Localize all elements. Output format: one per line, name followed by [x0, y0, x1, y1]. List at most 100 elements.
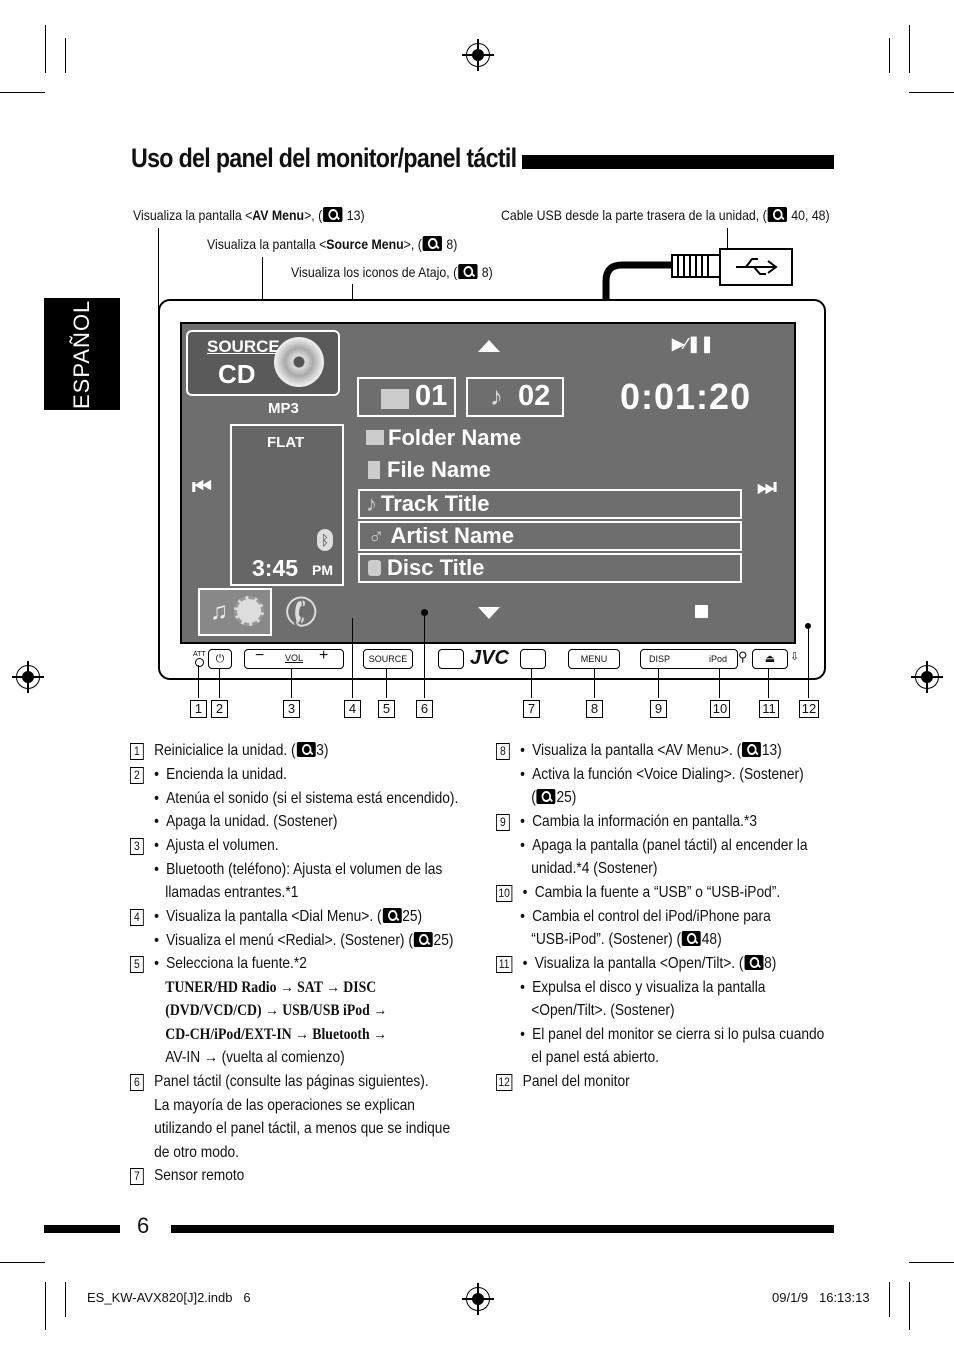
- leader-line: [386, 668, 387, 698]
- registration-mark-icon: [911, 661, 943, 693]
- reference-icon: [744, 955, 764, 970]
- language-tab: ESPAÑOL: [44, 298, 120, 410]
- registration-mark-icon: [462, 1283, 494, 1315]
- callout-number: 11: [759, 700, 779, 718]
- item-3: 3Ajusta el volumen. Bluetooth (teléfono)…: [130, 834, 442, 905]
- artist-name-row: ♂Artist Name: [358, 521, 742, 551]
- callout-number: 7: [523, 700, 540, 718]
- callout-number: 3: [283, 700, 300, 718]
- crop-mark: [889, 1282, 890, 1317]
- leader-line: [808, 629, 809, 698]
- callout-number: 8: [586, 700, 603, 718]
- disc-icon: [274, 337, 324, 387]
- crop-mark: [909, 1262, 954, 1263]
- callout-number: 1: [190, 700, 207, 718]
- crop-mark: [0, 92, 45, 93]
- leader-line: [219, 668, 220, 698]
- callout-number: 2: [211, 700, 228, 718]
- elapsed-time: 0:01:20: [620, 376, 752, 417]
- callout-number: 5: [378, 700, 395, 718]
- row-text: Artist Name: [390, 523, 514, 548]
- source-panel-button[interactable]: SOURCE: [363, 649, 413, 669]
- crop-mark: [65, 38, 66, 73]
- disc-title-row: Disc Title: [358, 553, 742, 583]
- callout-number: 9: [650, 700, 667, 718]
- footer-date: 09/1/9 16:13:13: [772, 1290, 870, 1305]
- next-track-icon[interactable]: ⏭: [757, 474, 777, 499]
- clock-ampm: PM: [312, 562, 333, 578]
- item-4: 4Visualiza la pantalla <Dial Menu>. (25)…: [130, 905, 453, 952]
- disp-label: DISP: [649, 654, 671, 664]
- crop-mark: [45, 1282, 46, 1330]
- callout-number: 6: [416, 700, 433, 718]
- bluetooth-icon: ᛒ: [317, 529, 333, 551]
- item-11: 11Visualiza la pantalla <Open/Tilt>. (8)…: [496, 952, 824, 1070]
- leader-line: [719, 668, 720, 698]
- touch-point-marker: [421, 609, 428, 616]
- eject-button[interactable]: ⏏: [752, 649, 788, 669]
- crop-mark: [889, 38, 890, 73]
- volume-button[interactable]: − VOL +: [244, 647, 344, 669]
- ipod-label: iPod: [709, 654, 728, 664]
- reference-icon: [742, 742, 761, 757]
- reference-icon: [458, 264, 478, 279]
- leader-line: [727, 228, 728, 263]
- file-name-row: File Name: [358, 457, 738, 483]
- vol-label: VOL: [285, 653, 304, 663]
- language-tab-label: ESPAÑOL: [69, 299, 94, 409]
- usb-icon: ⚲: [738, 649, 748, 664]
- reference-icon: [382, 908, 402, 923]
- callout-number: 4: [344, 700, 361, 718]
- leader-line: [262, 257, 263, 330]
- disp-ipod-button[interactable]: DISP iPod: [640, 649, 738, 669]
- source-value: CD: [218, 359, 256, 389]
- folder-name-row: Folder Name: [358, 425, 738, 451]
- att-label: ATT: [193, 651, 206, 658]
- blank-button[interactable]: [438, 649, 464, 669]
- scroll-down-icon[interactable]: [478, 607, 500, 619]
- leader-line: [198, 665, 199, 698]
- clock: 3:45: [252, 555, 299, 581]
- item-9: 9Cambia la información en pantalla.*3 Ap…: [496, 810, 808, 881]
- row-text: File Name: [387, 457, 491, 482]
- folder-icon: [381, 389, 409, 409]
- reference-icon: [296, 742, 316, 757]
- source-button[interactable]: SOURCE CD: [186, 330, 340, 396]
- reset-button[interactable]: [195, 658, 204, 667]
- crop-mark: [45, 25, 46, 73]
- eq-label: FLAT: [267, 434, 305, 451]
- note-icon: ♪: [490, 381, 503, 411]
- menu-button[interactable]: MENU: [568, 649, 620, 669]
- scroll-up-icon[interactable]: [478, 340, 500, 352]
- reference-icon: [536, 789, 556, 804]
- play-pause-icon[interactable]: ▶⁄❚❚: [672, 336, 714, 353]
- stop-icon[interactable]: [695, 605, 708, 618]
- folder-number: 01: [415, 380, 448, 412]
- track-number: 02: [518, 380, 551, 412]
- artist-icon: ♂: [368, 523, 385, 548]
- reference-icon: [323, 207, 343, 222]
- leader-line: [352, 618, 353, 698]
- reference-icon: [767, 207, 787, 222]
- callout-usb: Cable USB desde la parte trasera de la u…: [501, 207, 830, 223]
- leader-line: [424, 616, 425, 698]
- shortcut-panel[interactable]: FLAT ᛒ 3:45 PM: [230, 424, 344, 586]
- page-number: 6: [137, 1213, 150, 1238]
- crop-mark: [909, 92, 954, 93]
- file-icon: [368, 461, 380, 479]
- power-button[interactable]: ⏻: [208, 649, 232, 669]
- source-label: SOURCE: [207, 337, 280, 356]
- av-menu-shortcut-icon[interactable]: ♫: [198, 588, 272, 636]
- title-rule: [522, 155, 834, 169]
- registration-mark-icon: [12, 661, 44, 693]
- tilt-icon: ⇩: [790, 651, 800, 663]
- previous-track-icon[interactable]: ⏮: [192, 474, 212, 499]
- folder-number-box: 01: [357, 377, 456, 417]
- note-icon: ♪: [366, 491, 377, 516]
- leader-line: [768, 668, 769, 698]
- item-8: 8Visualiza la pantalla <AV Menu>. (13) A…: [496, 739, 804, 810]
